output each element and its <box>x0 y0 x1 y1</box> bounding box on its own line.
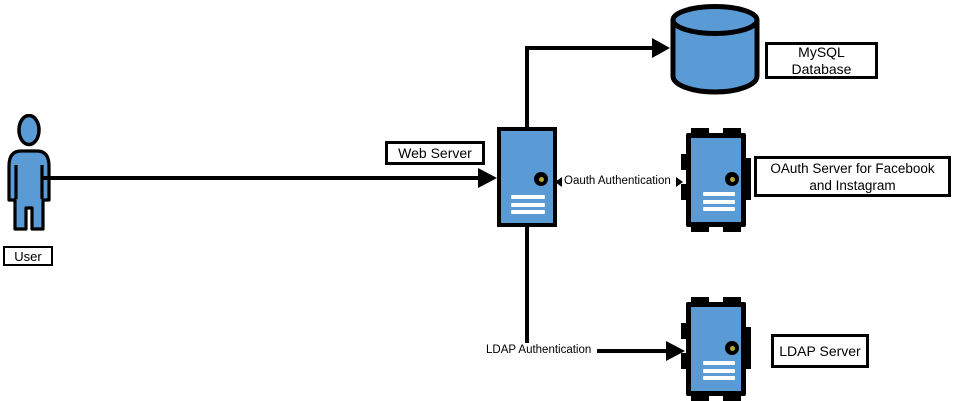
oauth-server-label: OAuth Server for Facebook and Instagram <box>754 156 951 197</box>
web-server-icon <box>497 127 557 227</box>
oauth-label-line2: and Instagram <box>809 177 896 193</box>
connector-web-to-mysql-arrowhead-icon <box>652 38 670 58</box>
user-label-text: User <box>14 248 42 264</box>
oauth-label-line1: OAuth Server for Facebook <box>770 160 935 176</box>
user-label: User <box>3 246 53 266</box>
server-led-center-icon <box>729 176 735 182</box>
ldap-label-text: LDAP Server <box>779 342 861 359</box>
server-led-icon <box>534 172 548 186</box>
web-server-label-text: Web Server <box>398 144 472 161</box>
ldap-server-label: LDAP Server <box>771 334 869 368</box>
server-vents-icon <box>511 195 545 214</box>
oauth-server-icon <box>681 128 751 232</box>
mysql-database-label: MySQL Database <box>765 42 878 79</box>
web-server-label: Web Server <box>385 141 485 165</box>
user-icon <box>7 114 51 231</box>
connector-user-to-web-line <box>42 176 482 180</box>
ldap-server-icon <box>681 297 751 401</box>
connector-web-to-ldap-line <box>597 349 667 353</box>
mysql-label-line2: Database <box>791 60 852 77</box>
connector-web-to-oauth-label: Oauth Authentication <box>564 175 671 187</box>
server-led-icon <box>725 172 739 186</box>
server-led-icon <box>725 341 739 355</box>
connector-web-to-oauth-left-arrow-icon <box>555 177 562 187</box>
connector-web-to-ldap-arrowhead-icon <box>666 341 685 361</box>
connector-web-to-ldap-vline <box>525 225 529 343</box>
server-vents-icon <box>703 192 735 211</box>
connector-web-to-oauth-right-arrow-icon <box>676 177 683 187</box>
server-led-center-icon <box>538 176 544 182</box>
mysql-database-icon <box>670 4 760 95</box>
connector-web-to-mysql-vline <box>525 48 529 129</box>
connector-web-to-ldap-label: LDAP Authentication <box>486 344 592 356</box>
server-led-center-icon <box>729 345 735 351</box>
server-vents-icon <box>703 361 735 380</box>
connector-web-to-mysql-hline <box>525 46 655 50</box>
mysql-label-line1: MySQL <box>798 43 845 60</box>
connector-user-to-web-arrowhead-icon <box>478 168 497 188</box>
